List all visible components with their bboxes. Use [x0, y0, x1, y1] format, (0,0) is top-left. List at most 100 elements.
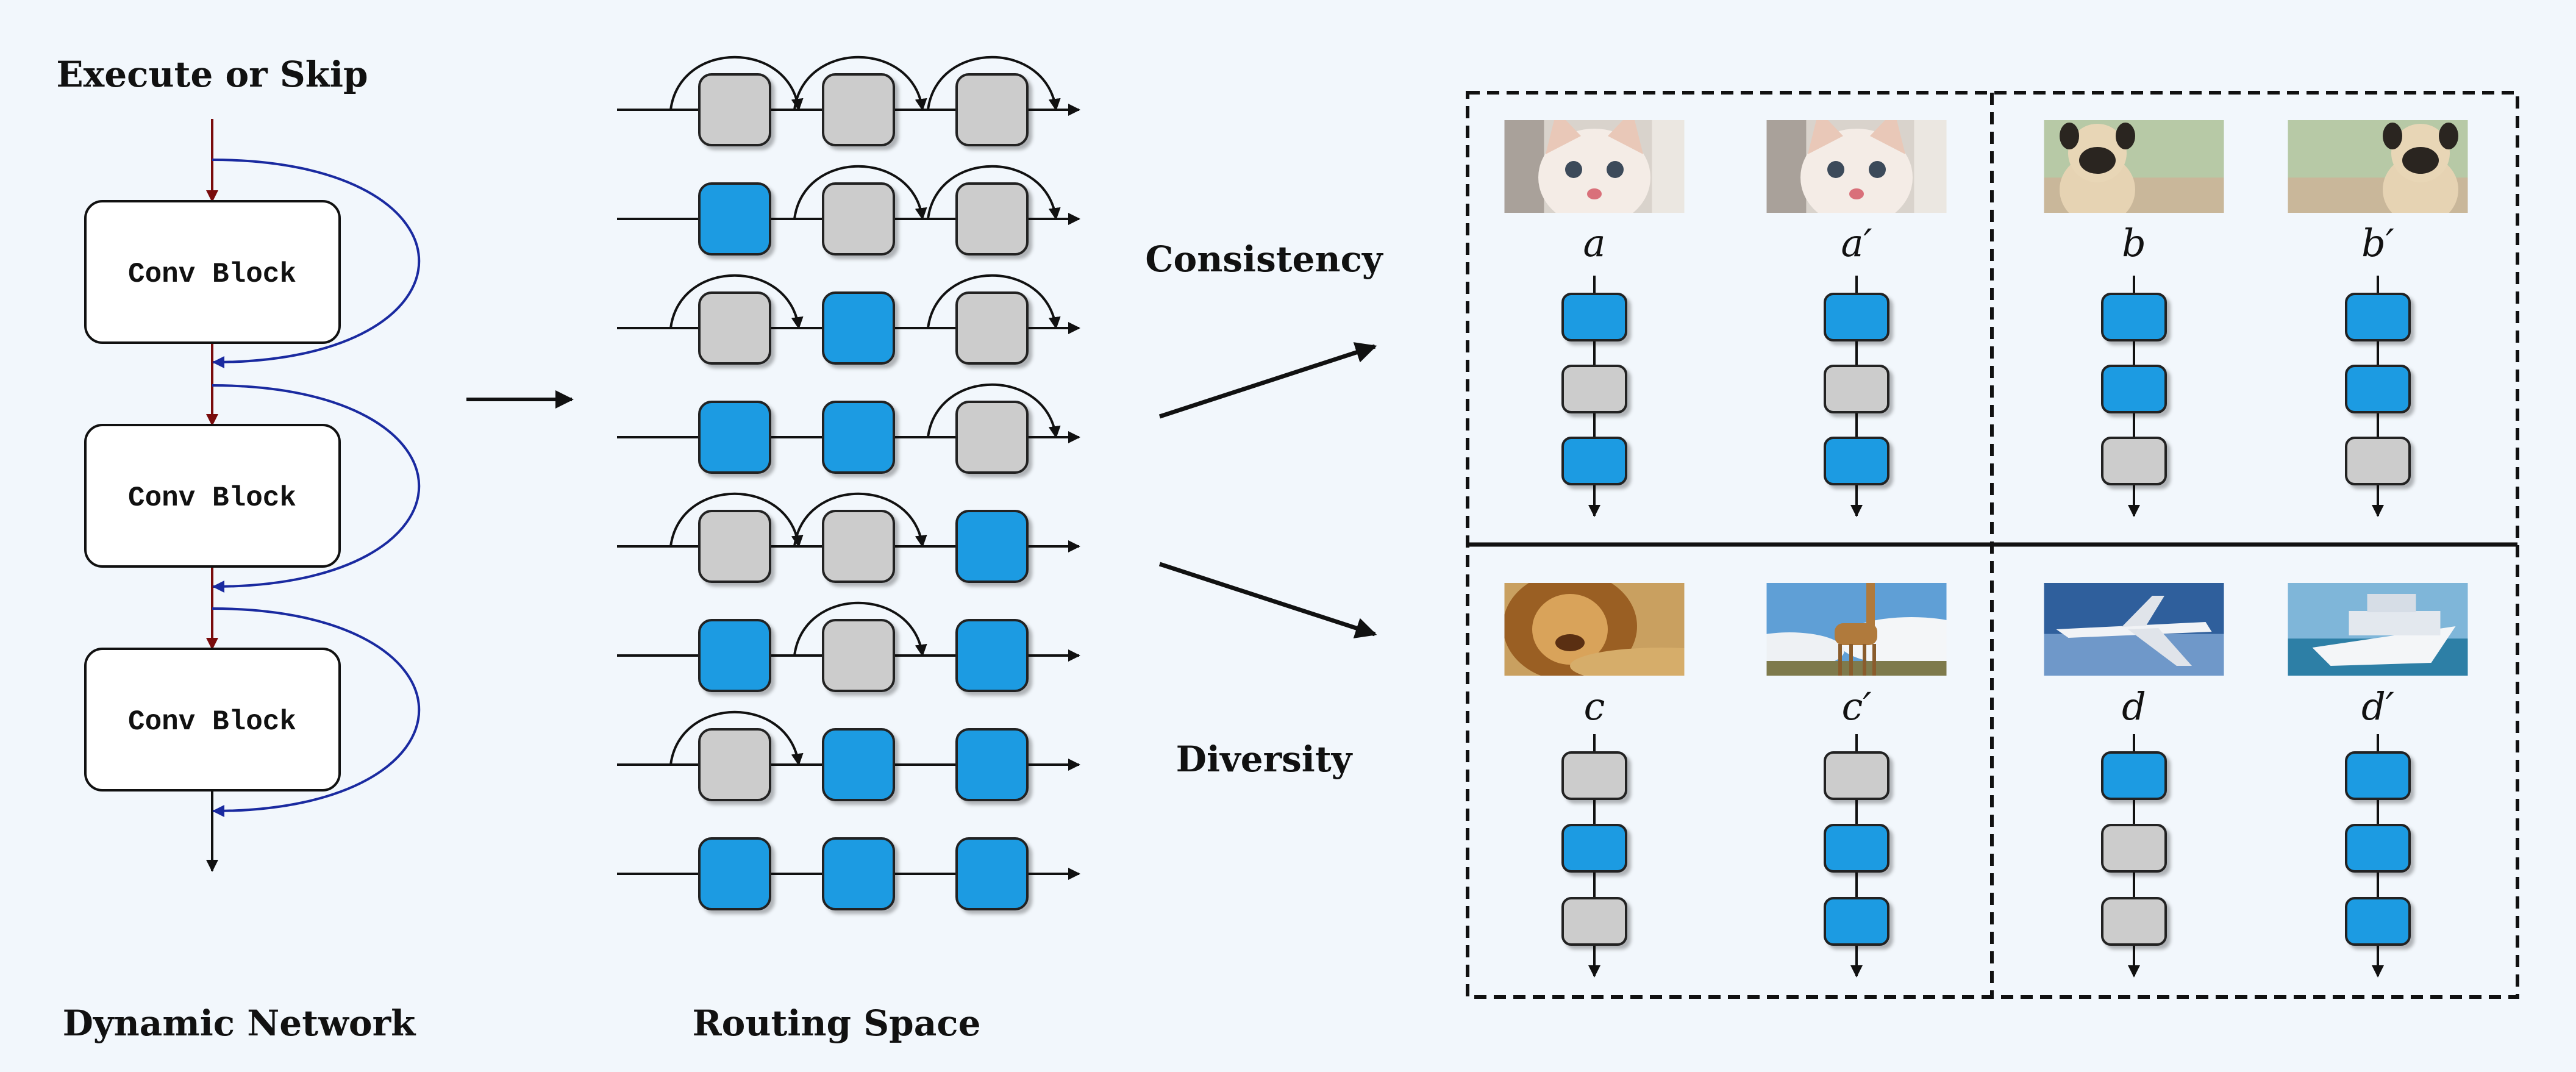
- routing-row: [617, 55, 1080, 146]
- example-tag: d: [2122, 684, 2146, 729]
- routing-row: [617, 837, 1080, 910]
- skip-arc-arrow: [793, 55, 927, 111]
- skipped-block: [822, 619, 895, 692]
- skip-arc-arrow: [793, 492, 927, 548]
- skipped-block: [2101, 897, 2167, 946]
- skip-arc-arrow: [927, 274, 1061, 329]
- example-item: d′: [2288, 583, 2468, 977]
- consistency-arrow: [1158, 342, 1377, 419]
- skip-arc-arrow: [669, 710, 804, 766]
- skipped-block: [1561, 751, 1627, 800]
- executed-block: [1561, 824, 1627, 873]
- example-tag: b′: [2361, 221, 2394, 265]
- example-item: c: [1504, 583, 1685, 977]
- routing-row: [617, 274, 1080, 365]
- skip-arc-arrow: [927, 165, 1061, 220]
- skip-connection-arrow: [212, 607, 421, 817]
- executed-block: [2345, 365, 2411, 413]
- executed-block: [698, 401, 771, 474]
- skipped-block: [955, 73, 1029, 146]
- executed-block: [822, 291, 895, 365]
- lion-photo: [1504, 583, 1685, 676]
- skip-arc-arrow: [793, 601, 927, 657]
- routing-row: [617, 710, 1080, 801]
- skip-arc-arrow: [669, 492, 804, 548]
- skipped-block: [698, 510, 771, 583]
- skip-connection-arrow: [212, 384, 421, 593]
- example-tag: c′: [1842, 684, 1872, 729]
- kitten-photo-variant: [1766, 120, 1947, 213]
- example-routes: a a′ b b′ c c′ d d′: [1504, 120, 2468, 977]
- skipped-block: [1561, 365, 1627, 413]
- skipped-block: [1561, 897, 1627, 946]
- executed-block: [1824, 897, 1889, 946]
- skip-arc-arrow: [793, 165, 927, 220]
- skip-arc-arrow: [927, 383, 1061, 438]
- skipped-block: [822, 510, 895, 583]
- routing-row: [617, 492, 1080, 583]
- conv-block-label: Conv Block: [128, 259, 296, 290]
- dynamic-network-label: Dynamic Network: [63, 1002, 417, 1044]
- skipped-block: [955, 291, 1029, 365]
- skipped-block: [2101, 824, 2167, 873]
- example-item: c′: [1766, 583, 1947, 977]
- executed-block: [698, 182, 771, 255]
- skipped-block: [2345, 437, 2411, 485]
- pug-photo: [2044, 120, 2224, 213]
- skipped-block: [698, 291, 771, 365]
- example-tag: a: [1583, 221, 1606, 265]
- executed-block: [955, 619, 1029, 692]
- executed-block: [955, 728, 1029, 801]
- routing-space-label: Routing Space: [692, 1002, 980, 1044]
- skip-arc-arrow: [669, 274, 804, 329]
- conv-block-label: Conv Block: [128, 482, 296, 514]
- kitten-photo: [1504, 120, 1685, 213]
- skip-arc-arrow: [927, 55, 1061, 111]
- executed-block: [1561, 437, 1627, 485]
- skipped-block: [822, 182, 895, 255]
- example-tag: c: [1584, 684, 1605, 729]
- executed-block: [1824, 824, 1889, 873]
- routing-row: [617, 165, 1080, 255]
- execute-or-skip-label: Execute or Skip: [56, 54, 368, 95]
- executed-block: [2101, 751, 2167, 800]
- executed-block: [2345, 824, 2411, 873]
- conv-block: [84, 424, 341, 568]
- example-tag: b: [2122, 221, 2146, 265]
- skipped-block: [1824, 751, 1889, 800]
- executed-block: [2345, 897, 2411, 946]
- executed-block: [955, 837, 1029, 910]
- consistency-label: Consistency: [1145, 238, 1384, 280]
- executed-block: [822, 728, 895, 801]
- examples-grid: [1466, 91, 2519, 999]
- skipped-block: [822, 73, 895, 146]
- airplane-photo: [2044, 583, 2224, 676]
- executed-block: [1824, 293, 1889, 341]
- executed-block: [822, 401, 895, 474]
- executed-block: [955, 510, 1029, 583]
- diversity-arrow: [1158, 562, 1377, 638]
- example-item: a′: [1766, 120, 1947, 517]
- diversity-label: Diversity: [1176, 738, 1354, 780]
- routing-row: [617, 601, 1080, 692]
- executed-block: [822, 837, 895, 910]
- skipped-block: [955, 182, 1029, 255]
- skip-arc-arrow: [669, 55, 804, 111]
- conv-block: [84, 200, 341, 344]
- skipped-block: [698, 73, 771, 146]
- giraffe-photo: [1766, 583, 1947, 676]
- example-item: a: [1504, 120, 1685, 517]
- executed-block: [698, 619, 771, 692]
- example-item: d: [2044, 583, 2224, 977]
- skipped-block: [955, 401, 1029, 474]
- example-item: b: [2044, 120, 2224, 517]
- pug-photo-variant: [2288, 120, 2468, 213]
- executed-block: [1561, 293, 1627, 341]
- executed-block: [2345, 751, 2411, 800]
- executed-block: [698, 837, 771, 910]
- skipped-block: [2101, 437, 2167, 485]
- example-tag: a′: [1841, 221, 1872, 265]
- example-tag: d′: [2361, 684, 2394, 729]
- conv-block: [84, 648, 341, 791]
